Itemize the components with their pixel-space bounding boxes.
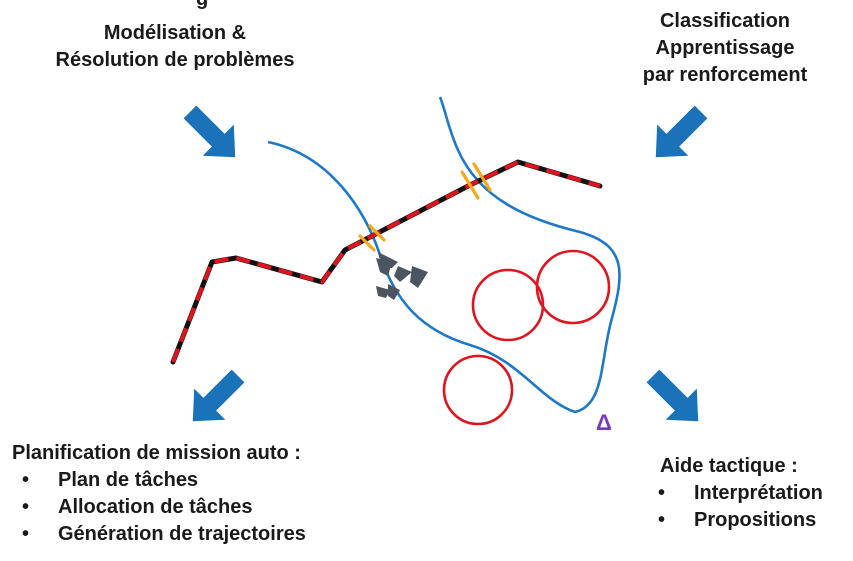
arrow-down-left-icon: [192, 369, 245, 422]
threat-zone-1: [535, 249, 611, 325]
top-left-partial-text: g: [196, 0, 208, 13]
planification-list: Plan de tâches Allocation de tâches Géné…: [20, 467, 306, 548]
list-item: Interprétation: [656, 480, 823, 507]
threat-zone-3: [442, 354, 514, 426]
arrow-down-left-icon: [655, 105, 708, 158]
aide-tactique-section: Aide tactique : Interprétation Propositi…: [658, 453, 823, 534]
list-item: Génération de trajectoires: [20, 521, 306, 548]
river-left: [267, 96, 621, 414]
classification-line3: par renforcement: [642, 64, 808, 86]
modelisation-label: Modélisation & Résolution de problèmes: [0, 20, 350, 74]
chevron-marker-icon: [376, 252, 428, 300]
crossing-marker-left: [358, 224, 386, 252]
planification-section: Planification de mission auto : Plan de …: [12, 440, 306, 548]
arrow-down-right-icon: [646, 369, 699, 422]
classification-line1: Classification: [659, 10, 791, 32]
list-item: Allocation de tâches: [20, 494, 306, 521]
classification-label: Classification Apprentissage par renforc…: [610, 8, 840, 89]
list-item: Plan de tâches: [20, 467, 306, 494]
crossing-marker-right: [460, 162, 492, 200]
arrow-down-right-icon: [183, 105, 236, 158]
list-item: Propositions: [656, 507, 823, 534]
threat-zone-2: [471, 268, 545, 342]
classification-line2: Apprentissage: [655, 37, 795, 59]
aide-tactique-title: Aide tactique :: [660, 455, 798, 477]
aide-tactique-list: Interprétation Propositions: [656, 480, 823, 534]
modelisation-line2: Résolution de problèmes: [55, 49, 295, 71]
planification-title: Planification de mission auto :: [12, 442, 301, 464]
modelisation-line1: Modélisation &: [103, 22, 247, 44]
triangle-marker-icon: Δ: [596, 410, 612, 435]
route-path: [171, 160, 601, 363]
